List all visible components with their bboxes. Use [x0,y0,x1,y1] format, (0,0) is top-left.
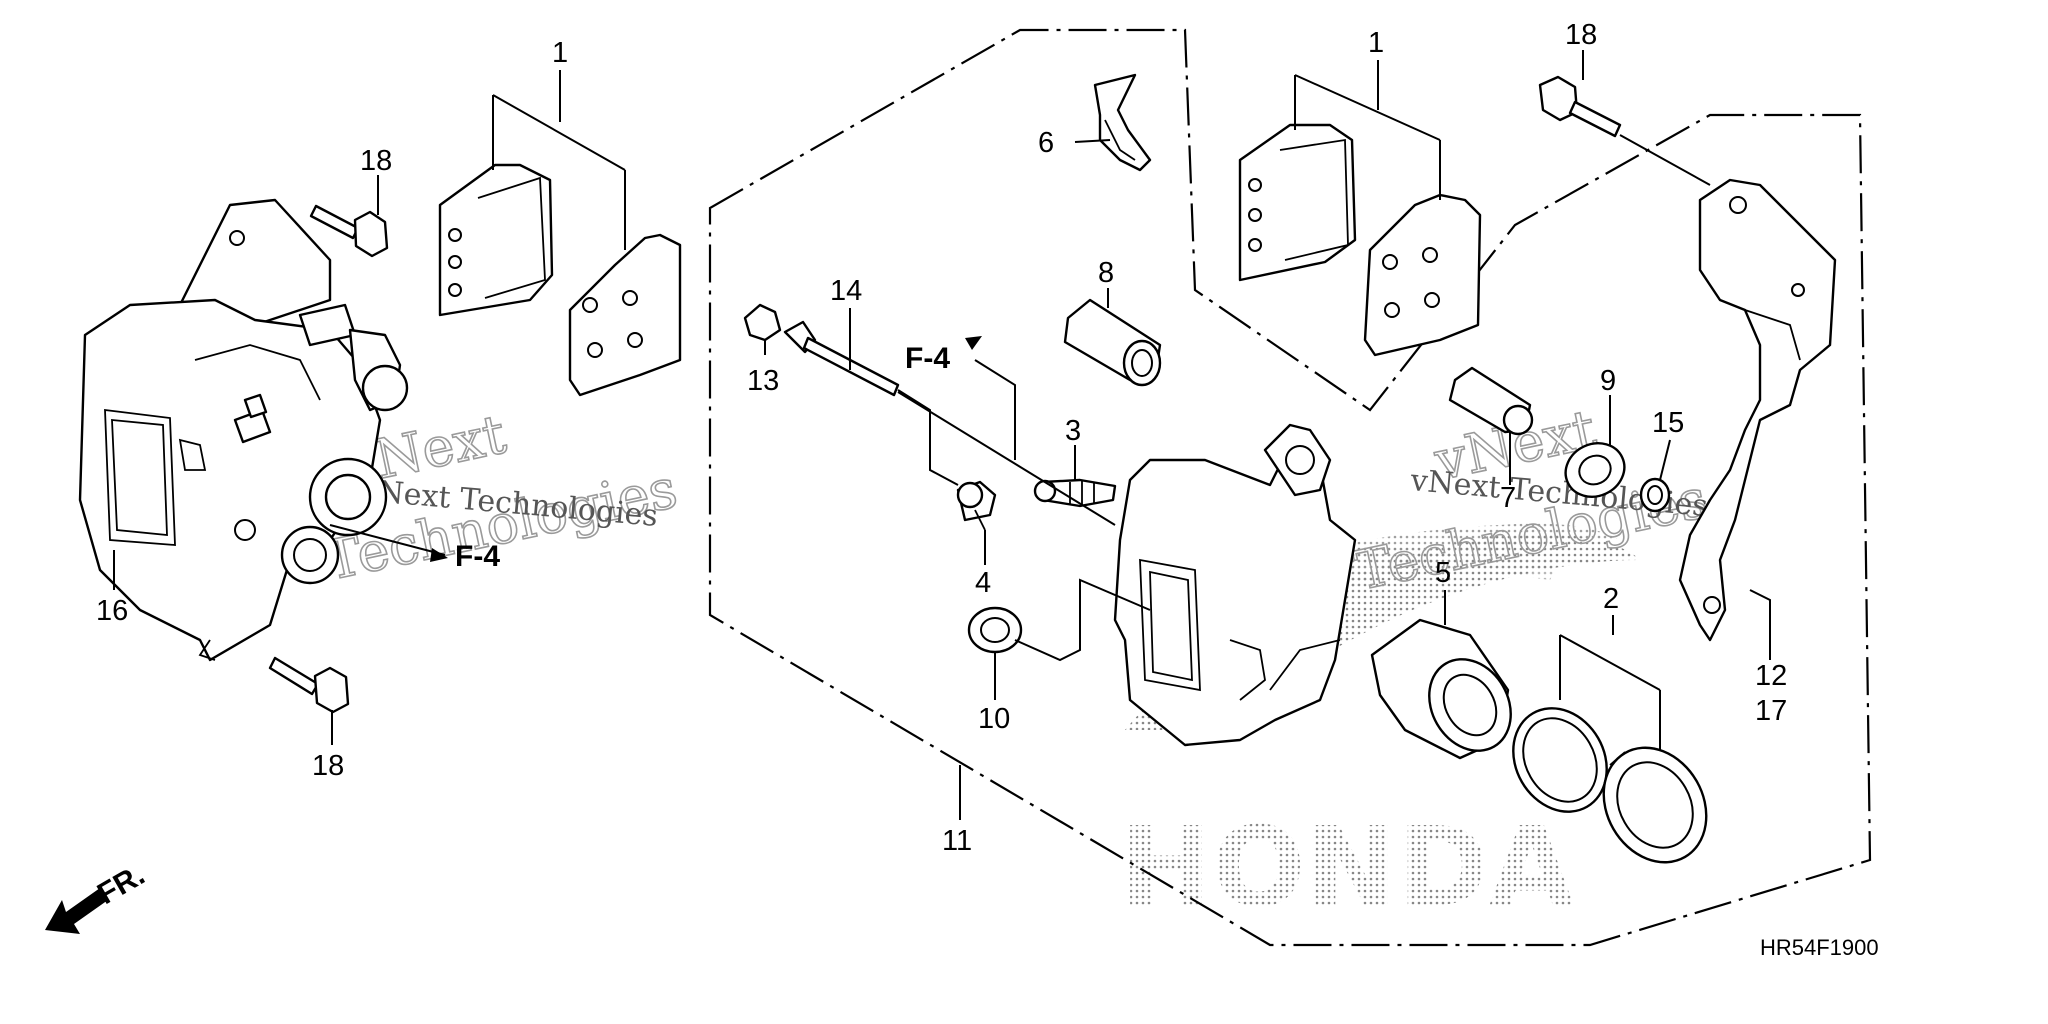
bolt-18-top-right [1538,75,1622,138]
label-16: 16 [96,595,128,627]
reference-f4-center: F-4 [905,342,950,375]
label-18-top-left: 18 [360,145,392,177]
label-10: 10 [978,703,1010,735]
label-2: 2 [1603,583,1619,615]
label-14: 14 [830,275,862,307]
ring-15 [1639,477,1671,513]
caliper-bracket-12 [1678,178,1837,642]
label-8: 8 [1098,257,1114,289]
pad-spring-clip-6 [1093,73,1152,172]
front-arrow-icon [45,888,108,934]
bleeder-cap-4 [956,480,997,531]
label-18-top-right: 18 [1565,19,1597,51]
brake-pad-set-right [1238,123,1482,357]
label-9: 9 [1600,365,1616,397]
arrow-f4-left-icon [430,548,448,562]
slide-pin-7 [1448,366,1534,436]
label-1-right: 1 [1368,27,1384,59]
part-labels: 1 18 16 18 14 13 6 8 3 4 10 11 1 18 9 15… [96,19,1787,857]
label-7: 7 [1500,482,1516,514]
honda-logo-text: HONDA [1120,803,1574,931]
label-1-left: 1 [552,37,568,69]
piston-5 [1370,618,1512,760]
label-3: 3 [1065,415,1081,447]
seal-set-2 [1512,707,1708,864]
label-11: 11 [942,825,972,857]
reference-labels: F-4 F-4 [430,336,982,573]
brake-pad-set-left [438,163,682,397]
arrow-f4-center-icon [965,336,982,350]
boot-13 [743,303,782,342]
pin-boot-10 [967,606,1023,654]
pin-bolt-14 [783,320,900,397]
pin-boot-9 [1564,442,1626,498]
bolt-18-bottom-left [268,656,350,714]
caliper-assembly-boundary [708,28,1872,947]
label-18-bottom-left: 18 [312,750,344,782]
bolt-18-top-left [309,204,389,258]
label-5: 5 [1435,557,1451,589]
leader-lines [113,50,1771,820]
caliper-body-center [1113,423,1357,747]
label-13: 13 [747,365,779,397]
diagram-code: HR54F1900 [1760,935,1879,960]
caliper-assembly-left [78,198,409,662]
label-6: 6 [1038,127,1054,159]
label-17: 17 [1755,695,1787,727]
reference-f4-left: F-4 [455,540,500,573]
slide-pin-8 [1063,298,1162,387]
front-direction-marker: FR. [45,858,150,934]
label-12: 12 [1755,660,1787,692]
label-15: 15 [1652,407,1684,439]
label-4: 4 [975,567,991,599]
